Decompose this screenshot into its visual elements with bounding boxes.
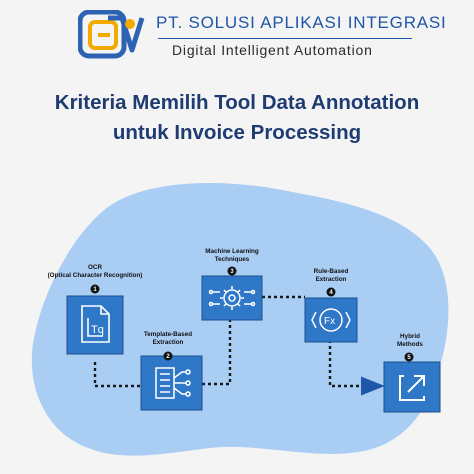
- step-box-template: [140, 355, 203, 411]
- step-label-hybrid: Hybrid Methods: [380, 333, 440, 349]
- template-extraction-icon: [155, 367, 191, 399]
- gear-circuit-icon: [208, 286, 256, 310]
- step-number: 4: [329, 290, 333, 296]
- step-subtitle: Techniques: [214, 256, 250, 263]
- step-subtitle: Methods: [397, 341, 423, 348]
- step-label-rule-based: Rule-Based Extraction: [296, 268, 366, 284]
- step-label-machine-learning: Machine Learning Techniques: [192, 248, 272, 264]
- page-title-line1: Kriteria Memilih Tool Data Annotation: [54, 91, 420, 114]
- step-title: Machine Learning: [205, 248, 259, 255]
- company-name: PT. SOLUSI APLIKASI INTEGRASI: [156, 13, 447, 32]
- header-divider: [158, 38, 412, 39]
- document-scan-icon: Tq: [81, 305, 110, 343]
- step-badges: 1 2 3 4 5: [90, 266, 414, 362]
- step-number: 3: [230, 269, 234, 275]
- company-logo-icon: [78, 10, 145, 59]
- step-box-hybrid: [383, 361, 441, 413]
- svg-text:Tq: Tq: [91, 324, 104, 336]
- svg-text:Fx: Fx: [324, 316, 335, 327]
- step-title: Hybrid: [400, 333, 420, 340]
- step-title: OCR: [88, 264, 102, 271]
- step-subtitle: Extraction: [152, 339, 184, 346]
- header: PT. SOLUSI APLIKASI INTEGRASI Digital In…: [0, 0, 474, 80]
- step-number: 5: [407, 355, 411, 361]
- hybrid-arrow-icon: [399, 375, 425, 401]
- step-box-ocr: Tq: [66, 295, 124, 355]
- rule-function-icon: Fx: [311, 308, 351, 332]
- step-title: Template-Based: [143, 331, 193, 338]
- page-title-line2: untuk Invoice Processing: [112, 121, 362, 144]
- step-subtitle: Extraction: [315, 276, 347, 283]
- step-box-rule-based: Fx: [304, 297, 358, 343]
- step-number: 1: [93, 287, 97, 293]
- step-label-ocr: OCR (Optical Character Recognition): [28, 264, 162, 280]
- step-box-machine-learning: [201, 275, 263, 321]
- step-number: 2: [166, 354, 170, 360]
- step-label-template: Template-Based Extraction: [128, 331, 208, 347]
- step-subtitle: (Optical Character Recognition): [47, 272, 143, 279]
- company-tagline: Digital Intelligent Automation: [172, 42, 373, 58]
- connector-lines: [93, 295, 368, 388]
- step-title: Rule-Based: [313, 268, 349, 275]
